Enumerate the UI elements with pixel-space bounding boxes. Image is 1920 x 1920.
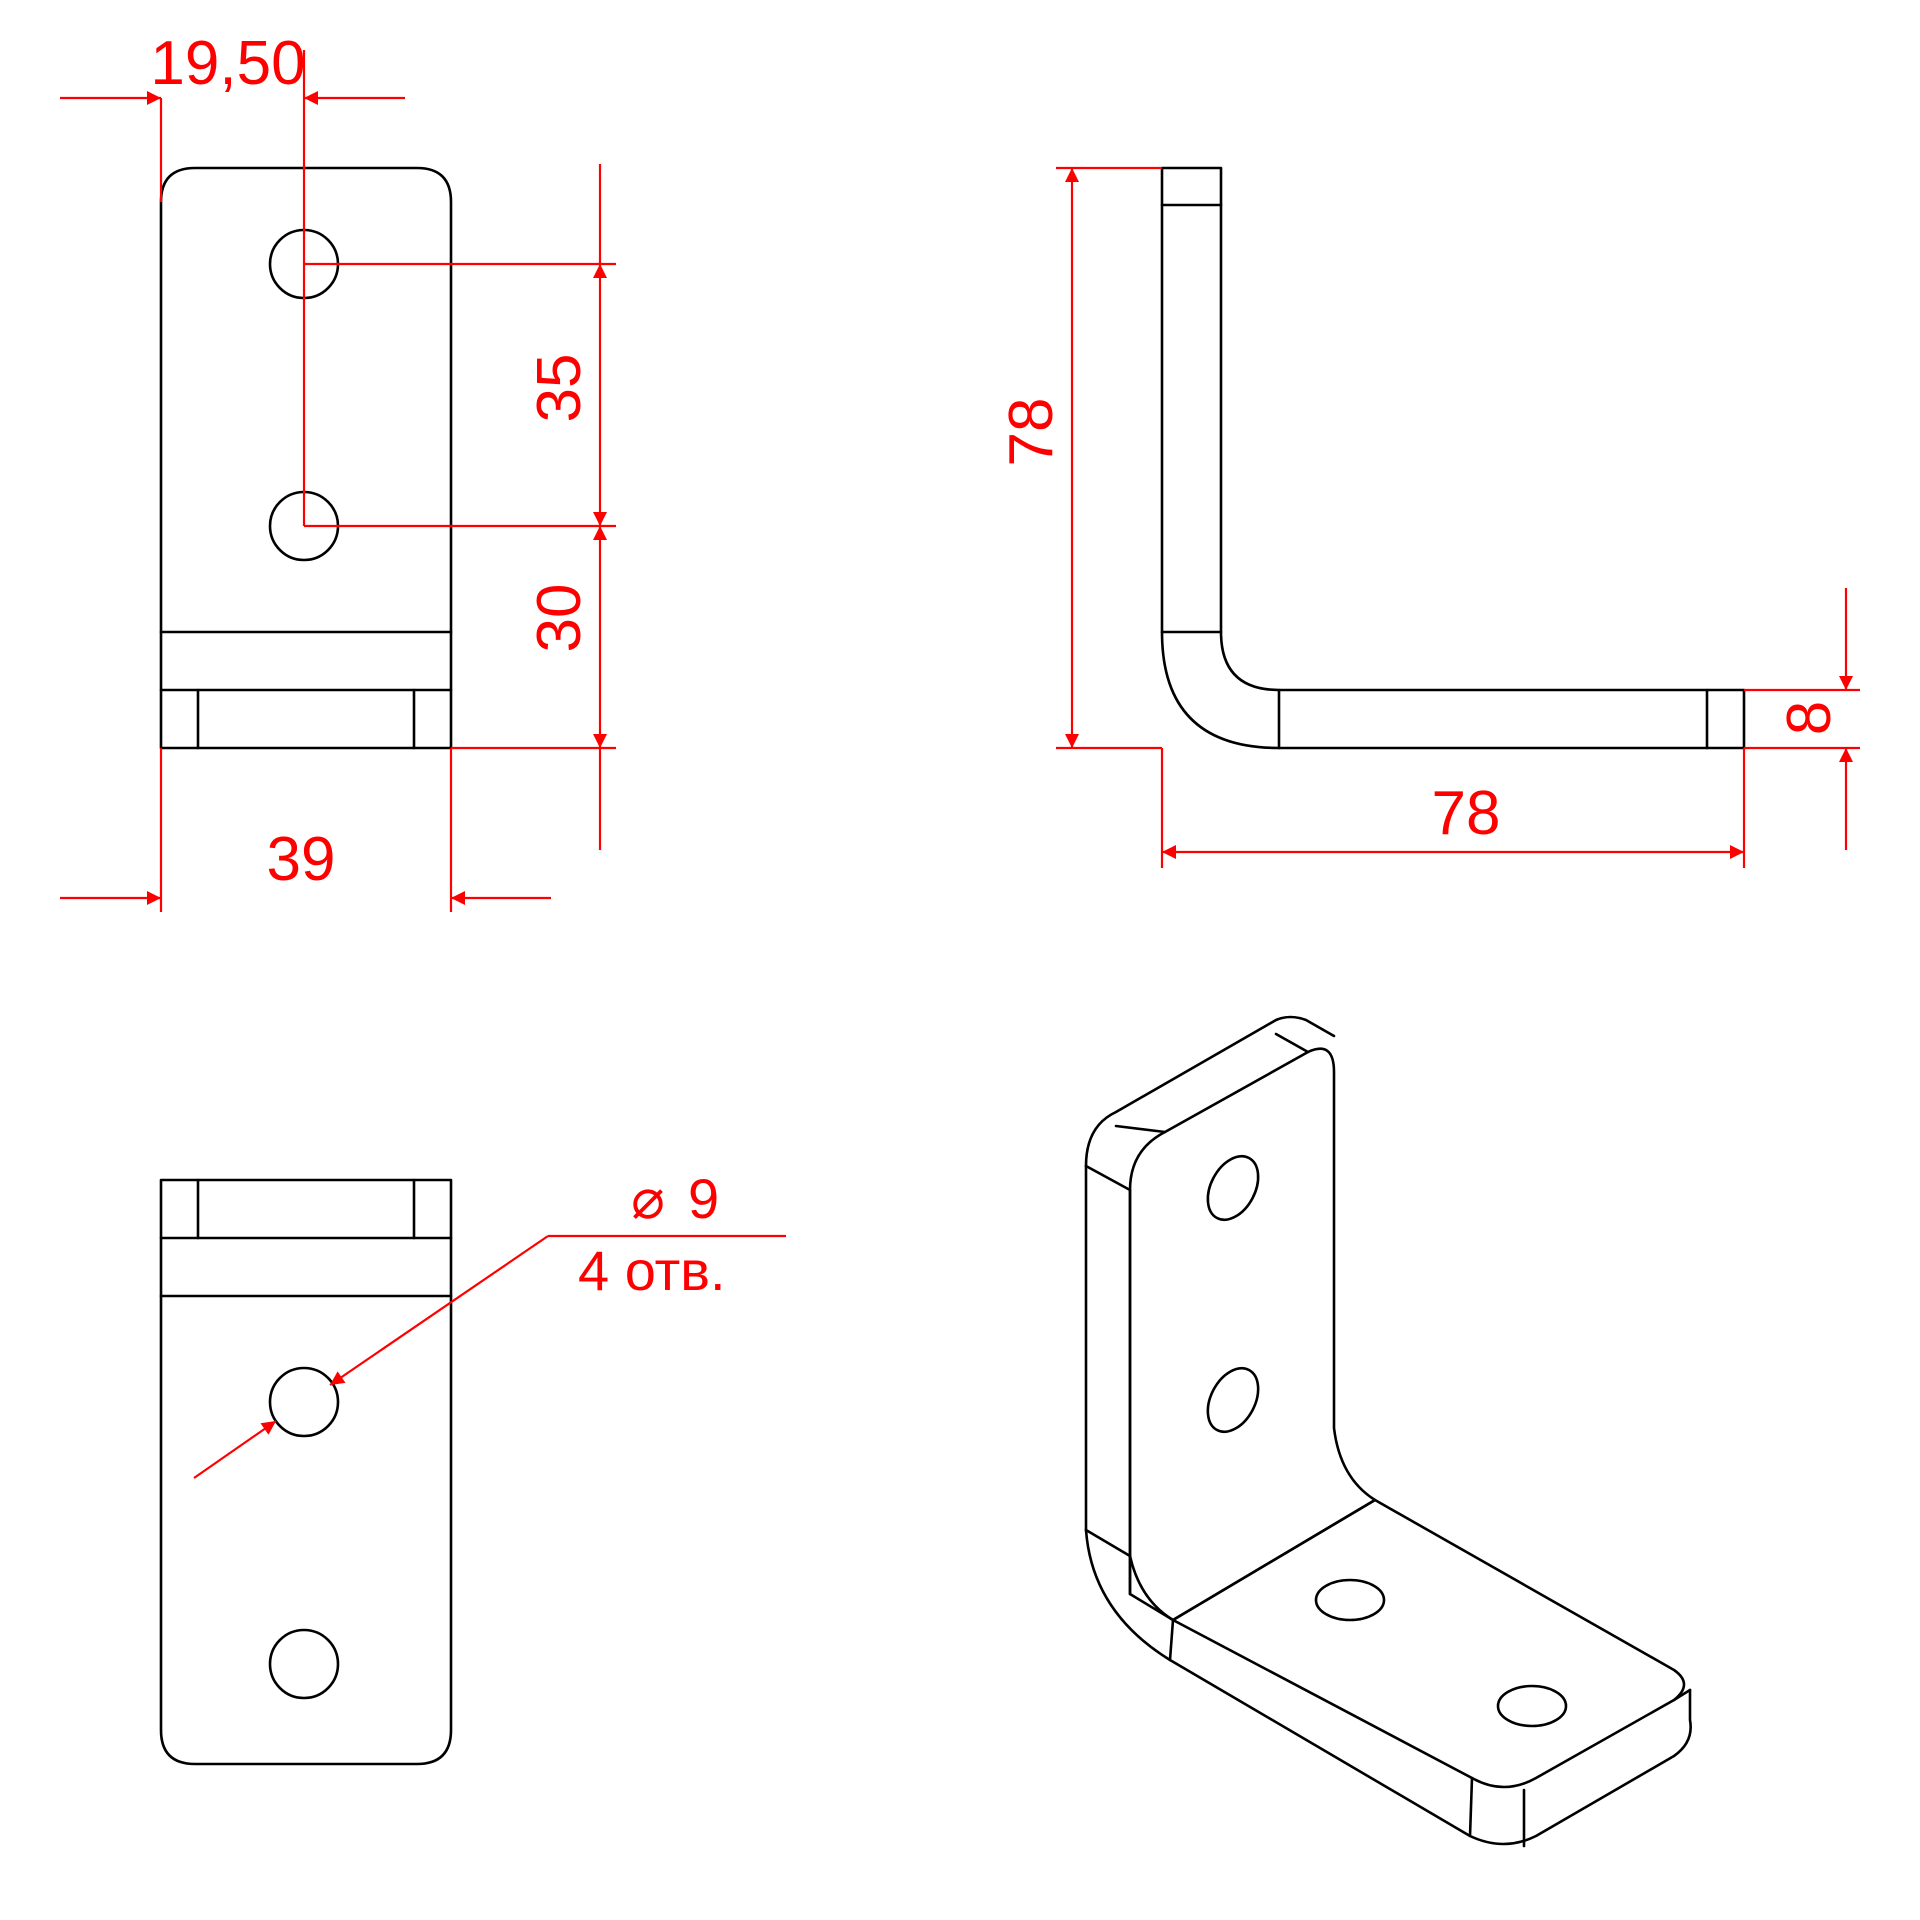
isometric-view bbox=[1084, 1015, 1692, 1848]
front-view-dimensions: 19,50 35 30 39 bbox=[60, 29, 616, 912]
hole-diameter-label: 9 bbox=[688, 1167, 719, 1230]
iso-horizontal-plate-face bbox=[1171, 1498, 1686, 1789]
iso-bend-outer bbox=[1084, 1528, 1172, 1662]
iso-top-chamfer-line bbox=[1114, 1124, 1167, 1134]
dim-label-thickness: 8 bbox=[1775, 701, 1844, 735]
iso-vertical-plate-face bbox=[1128, 1047, 1377, 1622]
iso-mounting-hole bbox=[1496, 1684, 1568, 1728]
mounting-hole bbox=[268, 1366, 340, 1438]
leader-line bbox=[329, 1235, 549, 1386]
iso-front-edge bbox=[1168, 1618, 1175, 1662]
dim-label-width: 39 bbox=[267, 825, 336, 894]
iso-mounting-hole bbox=[1206, 1154, 1260, 1222]
iso-bend-line bbox=[1084, 1528, 1132, 1558]
hole-callout: ⌀ 9 4 отв. bbox=[193, 1167, 786, 1479]
mounting-hole bbox=[268, 1628, 340, 1700]
iso-vertical-plate-edge bbox=[1084, 1015, 1336, 1168]
dim-label-height: 78 bbox=[997, 398, 1066, 467]
dim-label-hole-spacing: 35 bbox=[525, 354, 594, 423]
iso-mounting-hole bbox=[1206, 1366, 1260, 1434]
side-view-outline bbox=[1160, 166, 1746, 750]
iso-top-edge-join bbox=[1084, 1164, 1132, 1192]
iso-top-chamfer-line bbox=[1274, 1032, 1310, 1054]
iso-front-edge bbox=[1468, 1776, 1474, 1838]
top-view-outline bbox=[159, 1178, 453, 1766]
dim-label-hole-offset: 19,50 bbox=[150, 29, 305, 98]
dim-label-length: 78 bbox=[1432, 779, 1501, 848]
iso-front-edge bbox=[1672, 1688, 1692, 1702]
hole-count-label: 4 отв. bbox=[578, 1239, 726, 1302]
front-view-outline bbox=[159, 166, 453, 750]
top-view bbox=[159, 1178, 453, 1766]
iso-mounting-hole bbox=[1314, 1578, 1386, 1622]
iso-bend-inner bbox=[1128, 1554, 1175, 1622]
leader-line-far-side bbox=[193, 1420, 277, 1479]
dim-label-hole-to-bend: 30 bbox=[525, 584, 594, 653]
side-view-dimensions: 78 78 8 bbox=[997, 166, 1860, 868]
side-view bbox=[1160, 166, 1746, 750]
hole-diameter-symbol: ⌀ bbox=[631, 1167, 665, 1230]
iso-horizontal-plate-edge bbox=[1168, 1658, 1692, 1846]
front-view bbox=[159, 166, 453, 750]
